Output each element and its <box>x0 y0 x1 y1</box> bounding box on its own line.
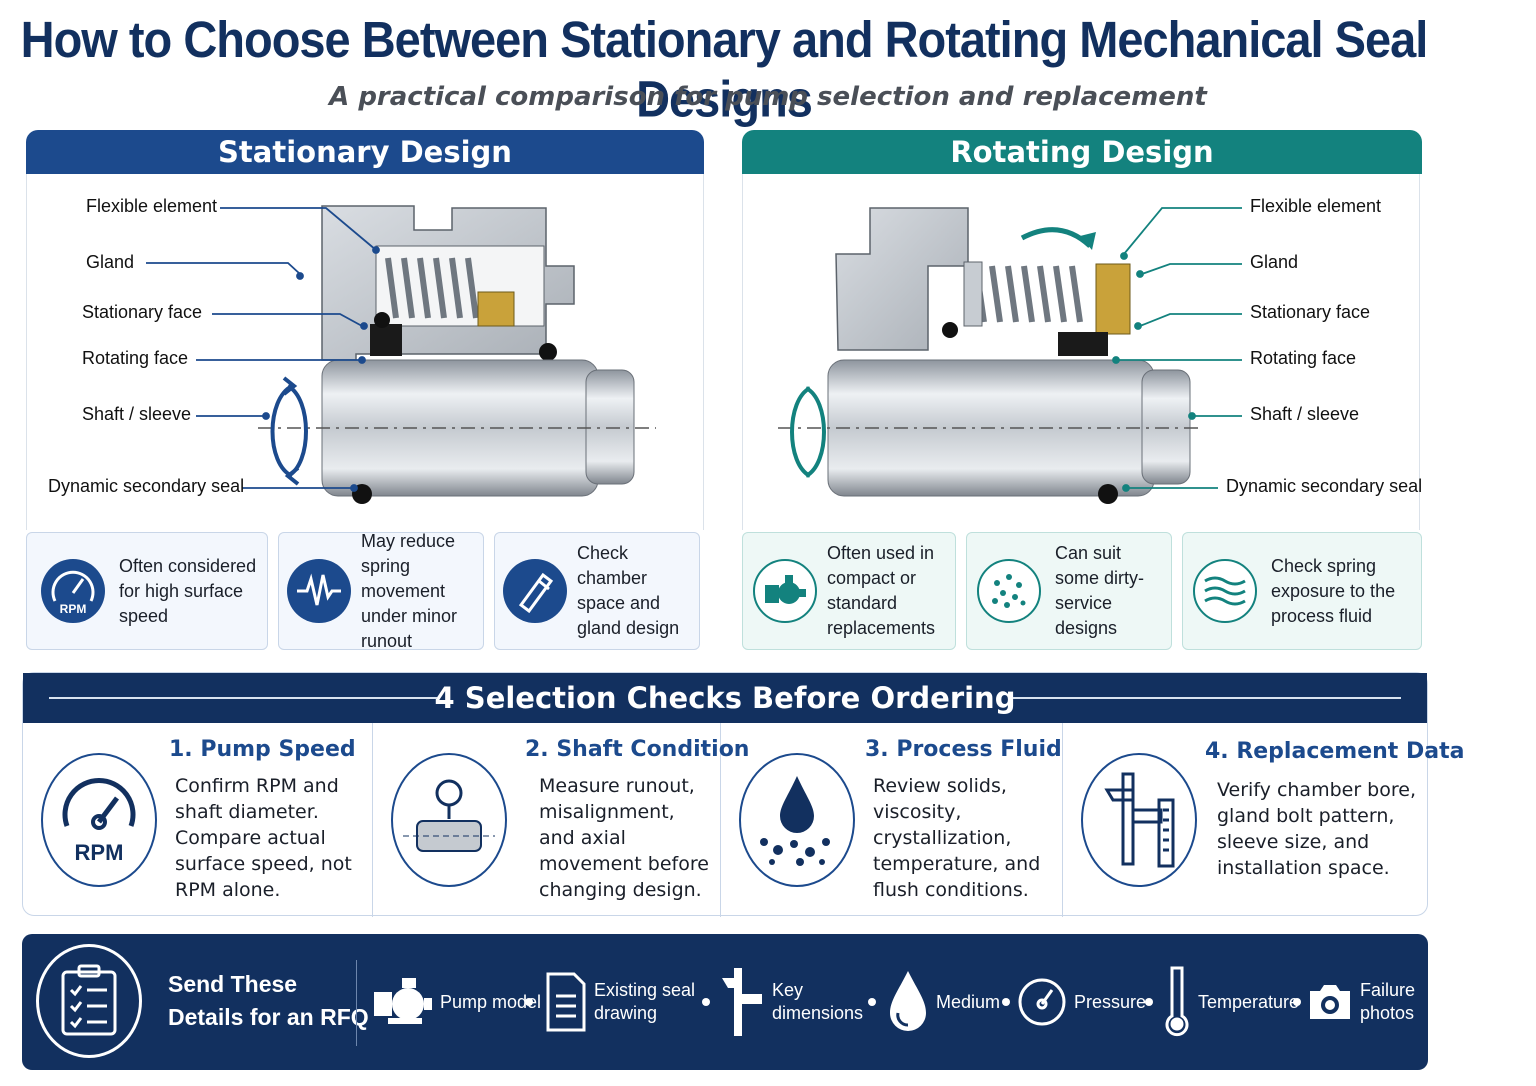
particles-icon <box>977 559 1041 623</box>
feature-text: Can suit some dirty-service designs <box>1055 543 1145 638</box>
check-text: Confirm RPM and shaft diameter. Compare … <box>175 775 352 901</box>
rfq-details-bar: Send These Details for an RFQ Pump model… <box>22 934 1428 1070</box>
rfq-item-medium: Medium <box>886 964 1000 1040</box>
svg-text:RPM: RPM <box>75 840 124 865</box>
callout-stationary-face: Stationary face <box>82 302 203 322</box>
rfq-separator-dot <box>1293 998 1301 1006</box>
thermometer-icon <box>1165 966 1189 1037</box>
rfq-item-pressure: Pressure <box>1016 964 1146 1040</box>
callout-dynamic-secondary-seal: Dynamic secondary seal <box>48 476 245 496</box>
rotating-diagram-area <box>742 174 1420 530</box>
document-icon <box>546 972 586 1032</box>
feature-compact-replacements: Often used in compact or standard replac… <box>742 532 956 650</box>
rfq-separator-dot <box>1145 998 1153 1006</box>
check-pump-speed: RPM 1. Pump Speed Confirm RPM and shaft … <box>23 723 373 917</box>
heading-rule-left <box>49 697 437 699</box>
droplet-particles-icon <box>739 753 855 887</box>
callout-shaft-sleeve: Shaft / sleeve <box>1250 404 1360 424</box>
callout-rotating-face: Rotating face <box>82 348 189 368</box>
feature-spring-movement: May reduce spring movement under minor r… <box>278 531 484 651</box>
feature-text: May reduce spring movement under minor r… <box>361 530 458 651</box>
feature-text: Often used in compact or standard replac… <box>827 543 936 638</box>
callout-rotating-face: Rotating face <box>1250 348 1357 368</box>
speedometer-icon: RPM <box>41 753 157 887</box>
feature-chamber-space: Check chamber space and gland design <box>494 532 700 650</box>
brass-face <box>1095 263 1131 335</box>
pump-icon <box>374 978 432 1024</box>
check-shaft-condition: 2. Shaft Condition Measure runout, misal… <box>373 723 749 917</box>
rotating-design-panel: Rotating Design Flexible element Gland S… <box>742 130 1423 650</box>
page-title: How to Choose Between Stationary and Rot… <box>20 10 1429 128</box>
rfq-item-pump-model: Pump model <box>372 964 541 1040</box>
rotation-arrow-icon <box>1020 227 1092 248</box>
rfq-title: Send These Details for an RFQ <box>168 968 369 1034</box>
caliper-icon <box>503 559 567 623</box>
callout-dynamic-secondary-seal: Dynamic secondary seal <box>1226 476 1423 496</box>
check-process-fluid: 3. Process Fluid Review solids, viscosit… <box>721 723 1063 917</box>
feature-text: Check chamber space and gland design <box>577 543 680 638</box>
dial-indicator-icon <box>391 753 507 887</box>
rfq-title-line1: Send These <box>168 971 298 997</box>
stationary-design-panel: Stationary Design <box>26 130 704 651</box>
svg-text:RPM: RPM <box>60 602 87 616</box>
feature-spring-exposure: Check spring exposure to the process flu… <box>1182 532 1422 650</box>
fluid-waves-icon <box>1193 559 1257 623</box>
selection-checks-heading: 4 Selection Checks Before Ordering <box>23 673 1427 723</box>
callout-gland: Gland <box>1250 252 1299 272</box>
caliper-icon <box>1081 753 1197 887</box>
callout-shaft-sleeve: Shaft / sleeve <box>82 404 192 424</box>
pressure-gauge-icon <box>1018 978 1066 1026</box>
page-subtitle: A practical comparison for pump selectio… <box>329 82 1207 112</box>
check-title: 3. Process Fluid <box>865 737 1062 762</box>
check-text: Verify chamber bore, gland bolt pattern,… <box>1217 779 1416 879</box>
feature-text: Check spring exposure to the process flu… <box>1271 555 1396 626</box>
rfq-separator-dot <box>868 998 876 1006</box>
camera-icon <box>1310 985 1350 1019</box>
rotating-seal-cross-section <box>778 207 1242 504</box>
callout-flexible-element: Flexible element <box>86 196 218 216</box>
dynamic-secondary-seal <box>1098 484 1118 504</box>
stationary-seal-cross-section <box>146 205 656 504</box>
rfq-item-temperature: Temperature <box>1162 964 1299 1040</box>
feature-high-surface-speed: RPM Often considered for high surface sp… <box>26 532 268 650</box>
spring <box>385 257 479 319</box>
rotation-arrow-icon <box>790 386 826 478</box>
callout-stationary-face: Stationary face <box>1250 302 1371 322</box>
callout-gland: Gland <box>86 252 135 272</box>
waveform-icon <box>287 559 351 623</box>
rotation-arrow-icon <box>270 376 308 486</box>
rfq-separator-dot <box>1002 998 1010 1006</box>
stationary-design-heading: Stationary Design <box>26 130 704 174</box>
stationary-face-ring <box>1058 332 1108 356</box>
check-title: 1. Pump Speed <box>169 737 356 762</box>
check-replacement-data: 4. Replacement Data Verify chamber bore,… <box>1063 723 1464 917</box>
callout-flexible-element: Flexible element <box>1250 196 1382 216</box>
selection-checks-title: 4 Selection Checks Before Ordering <box>434 681 1016 715</box>
rfq-divider <box>356 960 357 1046</box>
spring <box>973 265 1083 323</box>
feature-text: Often considered for high surface speed <box>119 555 257 626</box>
brass-face <box>477 291 515 327</box>
rfq-separator-dot <box>525 998 533 1006</box>
rfq-title-line2: Details for an RFQ <box>168 1004 369 1030</box>
selection-checks-section: 4 Selection Checks Before Ordering RPM 1… <box>22 672 1464 917</box>
check-text: Measure runout, misalignment, and axial … <box>539 775 709 901</box>
stationary-face-ring <box>370 324 402 356</box>
rpm-gauge-icon: RPM <box>41 559 105 623</box>
rotating-design-heading: Rotating Design <box>742 130 1422 174</box>
feature-dirty-service: Can suit some dirty-service designs <box>966 532 1172 650</box>
pump-icon <box>753 559 817 623</box>
stationary-diagram-area <box>26 174 704 530</box>
droplet-icon <box>890 971 926 1031</box>
caliper-icon <box>722 968 762 1036</box>
check-text: Review solids, viscosity, crystallizatio… <box>873 775 1041 901</box>
check-title: 4. Replacement Data <box>1205 739 1465 764</box>
check-title: 2. Shaft Condition <box>525 737 750 762</box>
rfq-separator-dot <box>702 998 710 1006</box>
heading-rule-right <box>1013 697 1401 699</box>
checklist-clipboard-icon <box>36 944 142 1058</box>
